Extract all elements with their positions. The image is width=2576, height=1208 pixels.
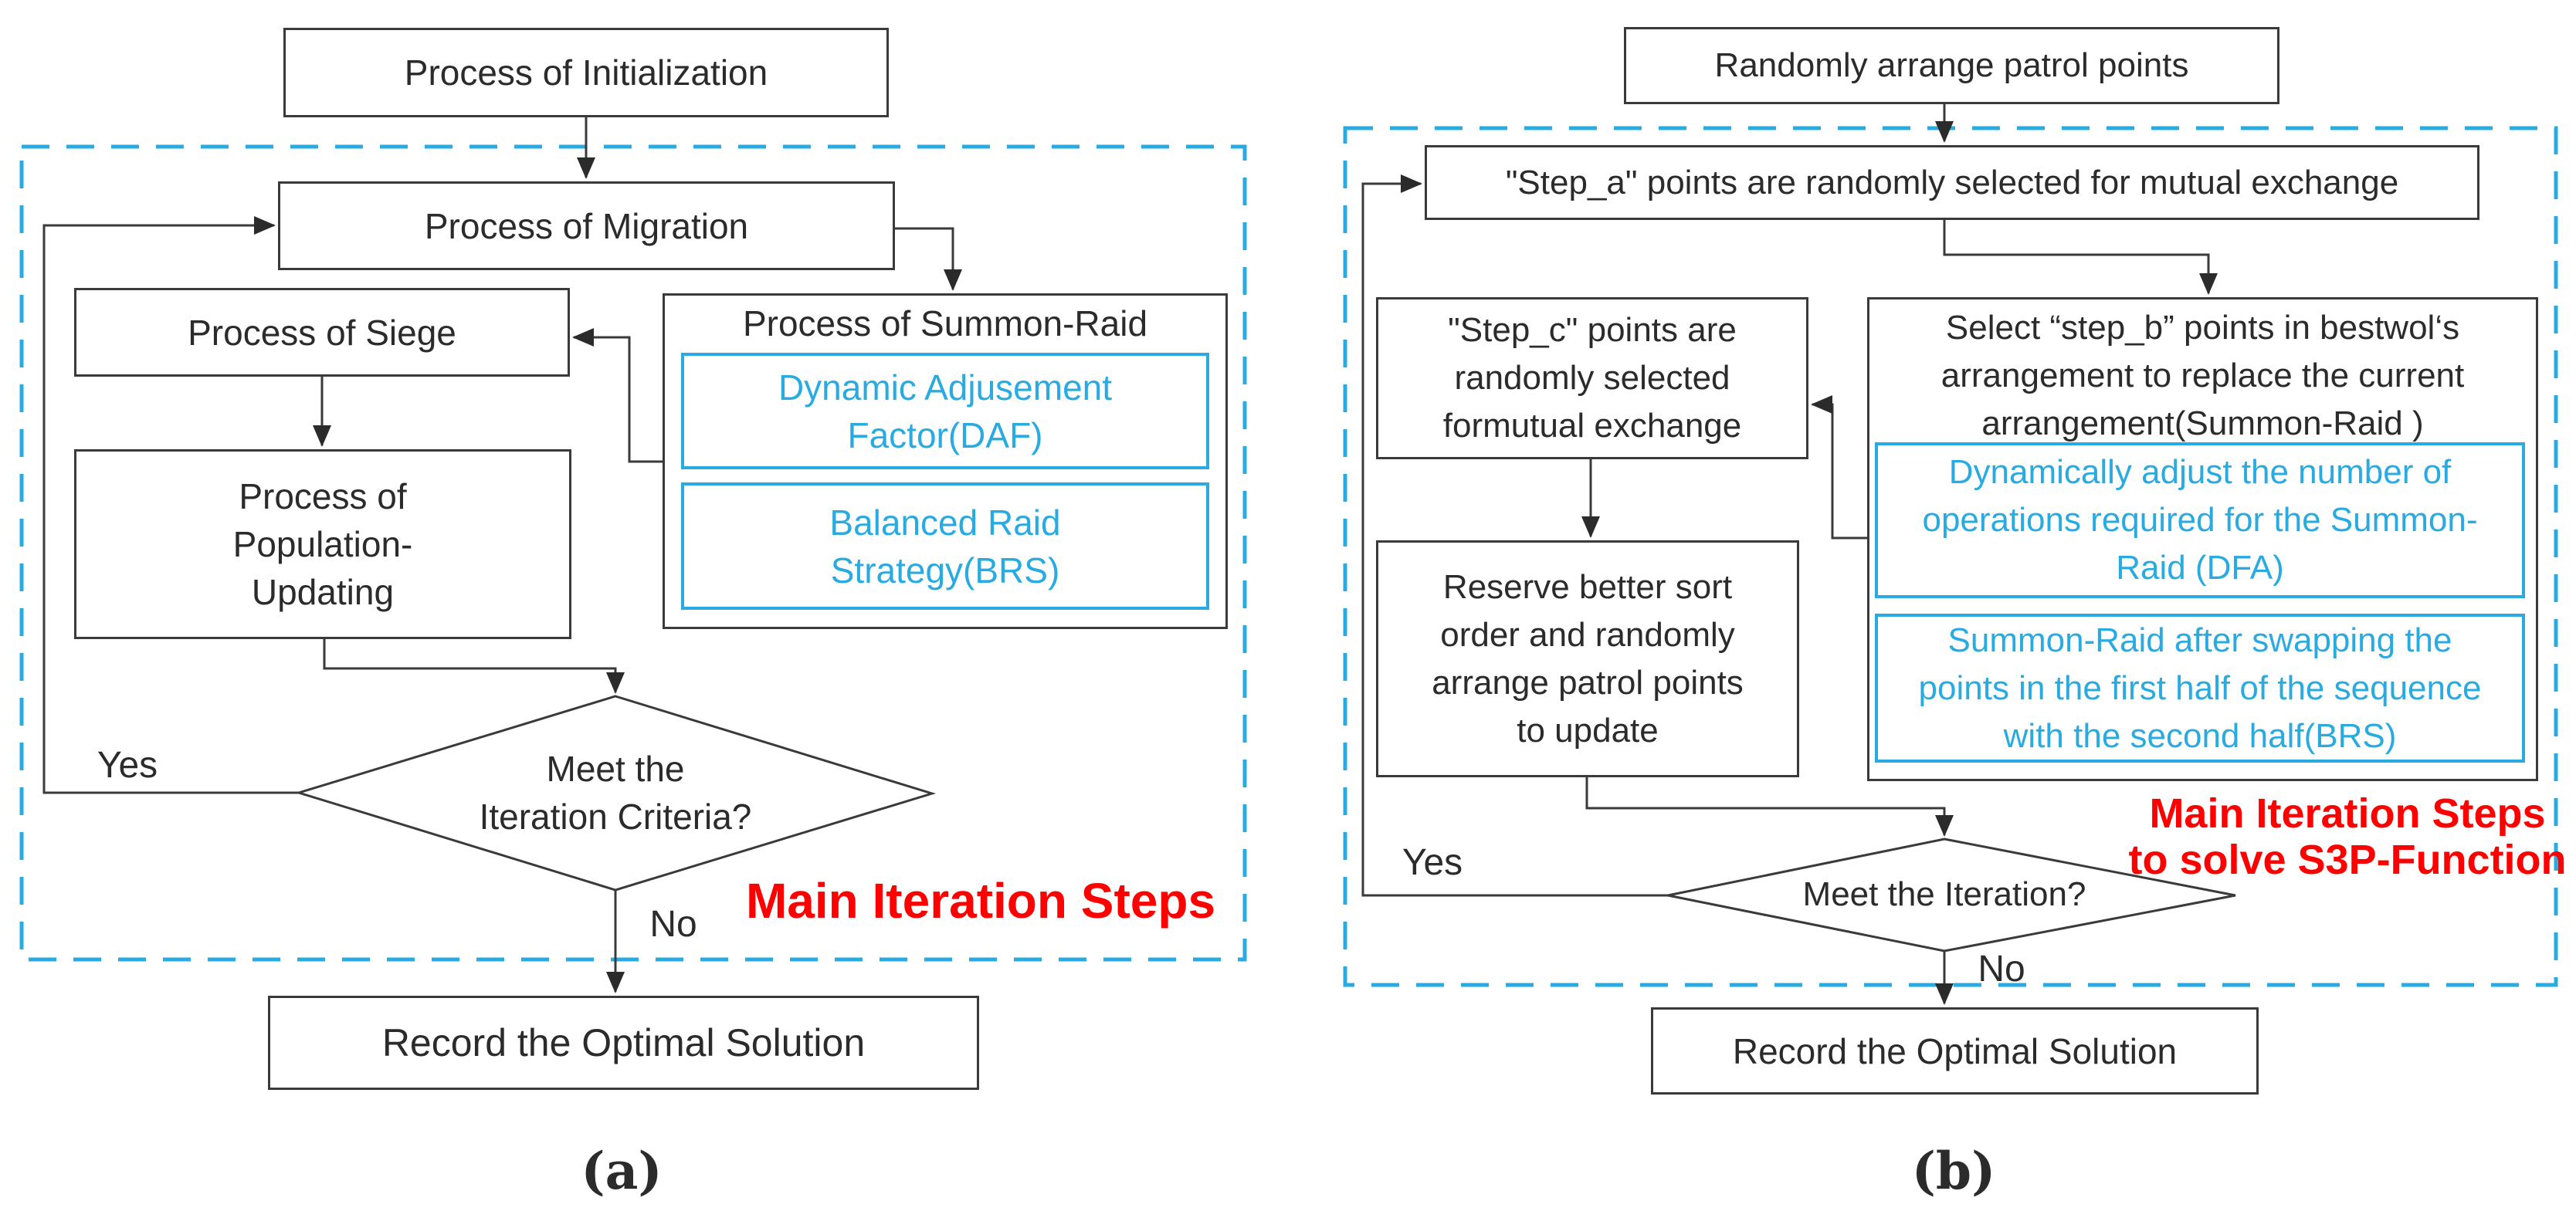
yes-label-a: Yes (97, 745, 158, 786)
arrow-summon-to-siege (572, 328, 663, 463)
reserve-better-sort-box: Reserve better sort order and randomly a… (1376, 540, 1799, 777)
box-text-line: Updating (251, 572, 395, 612)
box-text-line: Dynamic Adjusement (778, 367, 1113, 408)
box-text-line: randomly selected (1454, 359, 1730, 397)
decision-line: Meet the (546, 749, 685, 789)
box-text-line: Factor(DAF) (847, 415, 1043, 455)
decision-text-a: Meet the Iteration Criteria? (430, 743, 801, 843)
box-text-line: formutual exchange (1442, 407, 1742, 445)
record-solution-box-a: Record the Optimal Solution (268, 996, 979, 1090)
summon-raid-title: Process of Summon-Raid (742, 303, 1148, 343)
brs-box-b: Summon-Raid after swapping the points in… (1875, 614, 2525, 763)
box-text-line: arrangement(Summon-Raid ) (1981, 404, 2424, 442)
no-label-b: No (1978, 949, 2025, 990)
box-text-line: order and randomly (1440, 615, 1735, 654)
arrow-migration-to-summon (895, 227, 962, 291)
decision-line: Iteration Criteria? (479, 797, 752, 837)
box-text: Record the Optimal Solution (1732, 1030, 2178, 1071)
population-updating-box: Process of Population- Updating (74, 449, 571, 639)
step-a-box: "Step_a" points are randomly selected fo… (1425, 145, 2479, 220)
panel-caption-b: (b) (1911, 1141, 1996, 1201)
daf-box: Dynamic Adjusement Factor(DAF) (681, 353, 1209, 469)
box-text-line: Process of (239, 476, 407, 516)
box-text: Process of Siege (188, 312, 456, 353)
dfa-box: Dynamically adjust the number of operati… (1875, 442, 2525, 598)
box-text-line: arrangement to replace the current (1940, 357, 2465, 394)
box-text-line: Strategy(BRS) (830, 550, 1060, 590)
process-siege-box: Process of Siege (74, 288, 570, 377)
process-initialization-box: Process of Initialization (283, 28, 889, 117)
box-text: Record the Optimal Solution (381, 1021, 866, 1064)
box-text-line: with the second half(BRS) (2003, 716, 2397, 755)
yes-label-b: Yes (1402, 842, 1463, 883)
box-text-line: Select “step_b” points in bestwol‘s (1945, 309, 2460, 347)
box-text-line: points in the first half of the sequence (1918, 668, 2482, 707)
box-text-line: arrange patrol points (1432, 663, 1744, 702)
randomly-arrange-box: Randomly arrange patrol points (1624, 27, 2279, 104)
step-c-box: "Step_c" points are randomly selected fo… (1376, 297, 1808, 459)
box-text-line: "Step_c" points are (1448, 311, 1737, 349)
panel-caption-a: (a) (581, 1141, 663, 1201)
region-label-b: Main Iteration Steps to solve S3P-Functi… (2116, 789, 2576, 885)
arrow-stepa-to-select (1943, 220, 2218, 295)
box-text-line: to update (1517, 711, 1659, 750)
arrow-yes-loop-a (42, 216, 299, 794)
no-label-a: No (649, 904, 697, 945)
record-solution-box-b: Record the Optimal Solution (1651, 1007, 2259, 1095)
box-text-line: operations required for the Summon- (1922, 501, 2478, 539)
arrow-population-to-decision (323, 639, 625, 694)
process-migration-box: Process of Migration (278, 181, 895, 270)
box-text-line: Summon-Raid after swapping the (1947, 621, 2452, 659)
arrow-reserve-to-decision (1585, 777, 1954, 837)
box-text-line: Population- (232, 524, 413, 564)
region-label-line: to solve S3P-Function (2128, 837, 2567, 883)
arrow-yes-loop-b (1361, 174, 1668, 897)
box-text: Process of Migration (424, 205, 749, 246)
region-label-a: Main Iteration Steps (745, 873, 1216, 929)
box-text-line: Balanced Raid (829, 502, 1061, 543)
box-text: "Step_a" points are randomly selected fo… (1505, 163, 2399, 201)
decision-text-b: Meet the Iteration? (1802, 875, 2086, 913)
decision-diamond-b (1667, 837, 2236, 953)
box-text: Randomly arrange patrol points (1714, 46, 2189, 84)
decision-diamond-a (294, 695, 937, 892)
arrow-select-to-stepc (1811, 395, 1867, 540)
box-text-line: Reserve better sort (1442, 567, 1733, 606)
brs-box: Balanced Raid Strategy(BRS) (681, 482, 1209, 610)
region-label-line: Main Iteration Steps (2149, 790, 2546, 837)
box-text-line: Raid (DFA) (2116, 549, 2284, 587)
dashed-region-a (19, 144, 1247, 962)
box-text: Process of Initialization (404, 52, 768, 93)
box-text-line: Dynamically adjust the number of (1948, 453, 2452, 491)
